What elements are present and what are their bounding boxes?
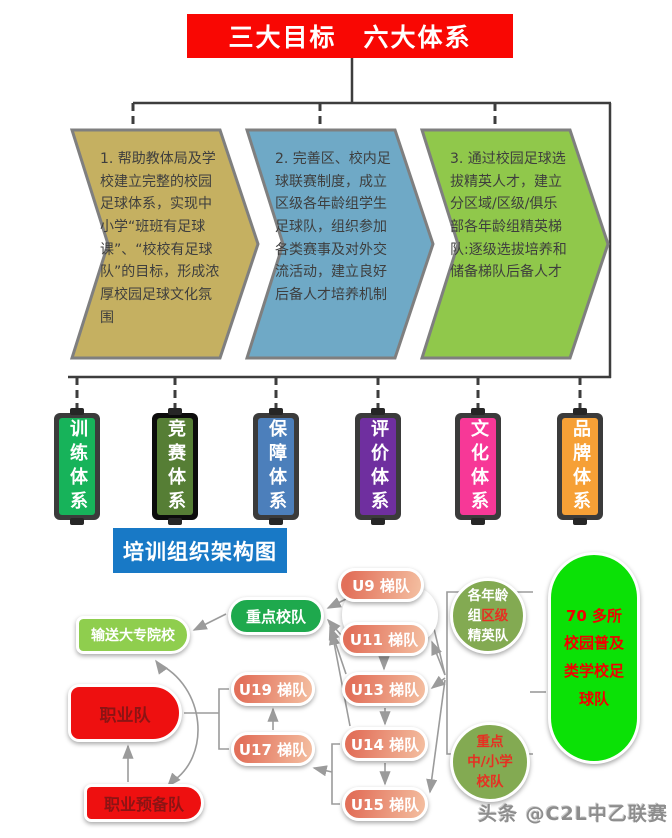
arrow-lines <box>122 591 546 805</box>
org-chart-title-banner: 培训组织架构图 <box>113 528 287 573</box>
key-schools-line1: 重点 <box>476 733 504 750</box>
system-box-brand-fill: 品牌体系 <box>562 418 598 515</box>
system-box-evaluation-fill: 评价体系 <box>360 418 396 515</box>
node-u9: U9 梯队 <box>338 568 424 602</box>
key-schools-line3: 校队 <box>476 774 504 791</box>
node-u13: U13 梯队 <box>342 672 428 706</box>
system-label-support: 保障体系 <box>266 418 287 515</box>
system-box-support: 保障体系 <box>253 413 299 520</box>
key-schools-line2: 中/小学 <box>467 753 513 770</box>
goal-3-text: 3. 通过校园足球选拔精英人才，建立分区域/区级/俱乐部各年龄组精英梯队:逐级选… <box>450 151 567 281</box>
system-box-culture-fill: 文化体系 <box>460 418 496 515</box>
system-box-training: 训练体系 <box>54 413 100 520</box>
elite-team-line3: 精英队 <box>467 628 509 645</box>
system-label-competition: 竞赛体系 <box>165 418 186 515</box>
node-u15: U15 梯队 <box>342 787 428 821</box>
system-box-culture: 文化体系 <box>455 413 501 520</box>
system-box-evaluation: 评价体系 <box>355 413 401 520</box>
node-u11: U11 梯队 <box>340 622 428 656</box>
system-box-training-fill: 训练体系 <box>59 418 95 515</box>
elite-team-line1: 各年龄 <box>467 587 509 604</box>
goal-1-text: 1. 帮助教体局及学校建立完整的校园足球体系，实现中小学“班班有足球课”、“校校… <box>100 151 220 326</box>
main-title-banner: 三大目标 六大体系 <box>187 14 513 58</box>
system-label-evaluation: 评价体系 <box>368 418 389 515</box>
dashed-drop-lines <box>75 103 582 412</box>
system-box-support-fill: 保障体系 <box>258 418 294 515</box>
system-label-culture: 文化体系 <box>468 418 489 515</box>
node-elite-team: 各年龄 组区级 精英队 <box>450 578 526 654</box>
node-u19: U19 梯队 <box>231 672 315 706</box>
goal-chevron-1 <box>69 128 260 360</box>
node-college-transfer: 输送大专院校 <box>76 616 190 654</box>
node-pro-reserve-team: 职业预备队 <box>84 784 204 822</box>
elite-team-line2: 组区级 <box>467 607 509 624</box>
system-box-competition-fill: 竞赛体系 <box>157 418 193 515</box>
main-title: 三大目标 六大体系 <box>228 23 472 52</box>
node-pro-team: 职业队 <box>68 684 182 742</box>
goal-chevron-2 <box>244 128 435 360</box>
system-label-training: 训练体系 <box>67 418 88 515</box>
node-campus-teams: 70 多所校园普及类学校足球队 <box>548 552 640 764</box>
goal-2-text: 2. 完善区、校内足球联赛制度，成立区级各年龄组学生足球队，组织参加各类赛事及对… <box>275 151 391 304</box>
node-key-schools: 重点 中/小学 校队 <box>450 722 530 802</box>
system-label-brand: 品牌体系 <box>570 418 591 515</box>
system-box-competition: 竞赛体系 <box>152 413 198 520</box>
watermark: 头条 @C2L中乙联赛 <box>478 803 668 825</box>
org-chart-title: 培训组织架构图 <box>123 539 277 564</box>
node-key-school-team: 重点校队 <box>228 597 324 635</box>
node-u17: U17 梯队 <box>231 732 315 766</box>
goal-chevron-3 <box>419 128 610 360</box>
node-u14: U14 梯队 <box>342 727 428 761</box>
system-box-brand: 品牌体系 <box>557 413 603 520</box>
